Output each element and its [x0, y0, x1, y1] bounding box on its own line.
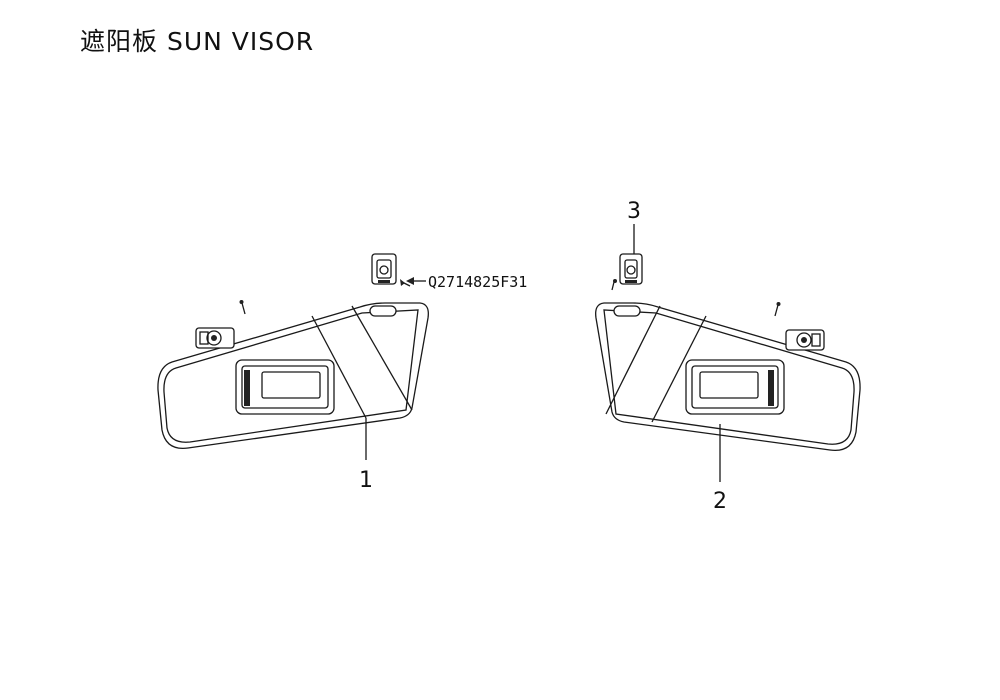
page-title: 遮阳板 SUN VISOR	[80, 27, 315, 56]
right-clip-screw	[611, 279, 617, 291]
clip-screw	[400, 279, 411, 287]
right-visor-clip	[619, 253, 643, 285]
left-screw	[239, 300, 246, 315]
part-number-label: Q2714825F31	[428, 273, 527, 291]
right-screw	[774, 302, 781, 317]
right-pivot-mount	[785, 329, 825, 351]
left-pivot-mount	[195, 327, 235, 349]
left-visor-clip	[371, 253, 397, 285]
right-sun-visor: 3 2	[595, 199, 861, 514]
left-sun-visor: Q2714825F31 1	[157, 253, 527, 493]
callout-1-label: 1	[359, 468, 373, 493]
callout-3-label: 3	[627, 199, 641, 224]
callout-2-label: 2	[713, 489, 727, 514]
